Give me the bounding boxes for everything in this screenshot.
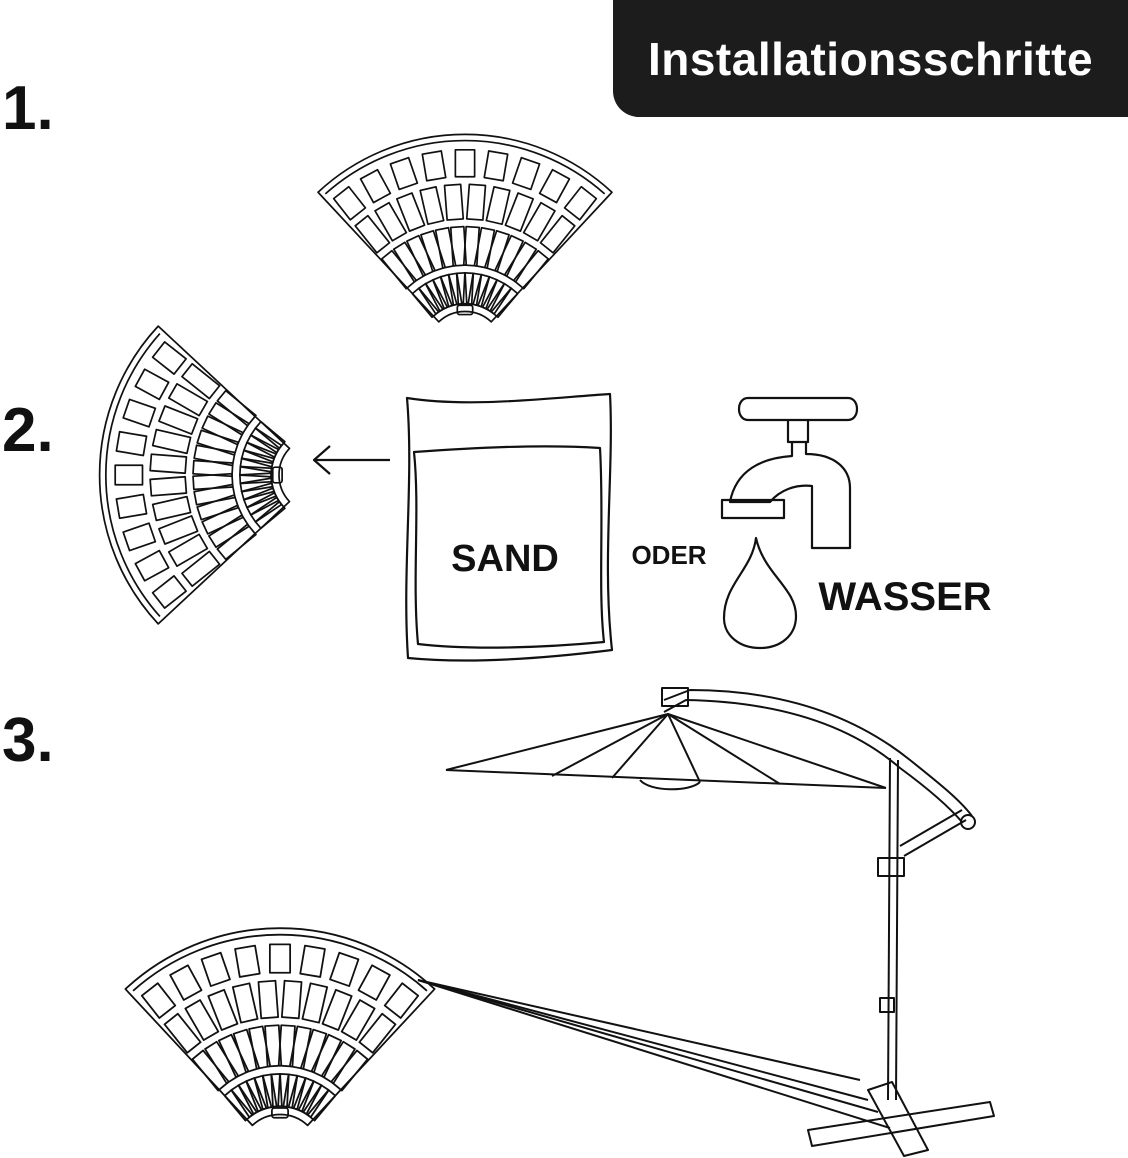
sand-label: SAND: [451, 538, 559, 580]
title-banner: Installationsschritte: [613, 0, 1128, 117]
or-label: ODER: [631, 540, 706, 570]
umbrella-base-segment-1: [317, 133, 613, 323]
cantilever-umbrella-icon: [445, 687, 976, 1101]
step-number-3: 3.: [2, 706, 54, 775]
water-tap-icon: [720, 396, 859, 550]
umbrella-base-segment-rotated: [98, 325, 291, 625]
page-title: Installationsschritte: [647, 32, 1094, 85]
fill-arrow-icon: [312, 445, 390, 475]
step-number-2: 2.: [2, 396, 54, 465]
step-number-1: 1.: [2, 74, 54, 143]
water-label: WASSER: [818, 575, 991, 619]
sand-bag-icon: [405, 392, 614, 662]
umbrella-base-segment-3: [124, 927, 436, 1127]
water-drop-icon: [722, 536, 798, 650]
cross-stand-icon: [417, 979, 995, 1157]
